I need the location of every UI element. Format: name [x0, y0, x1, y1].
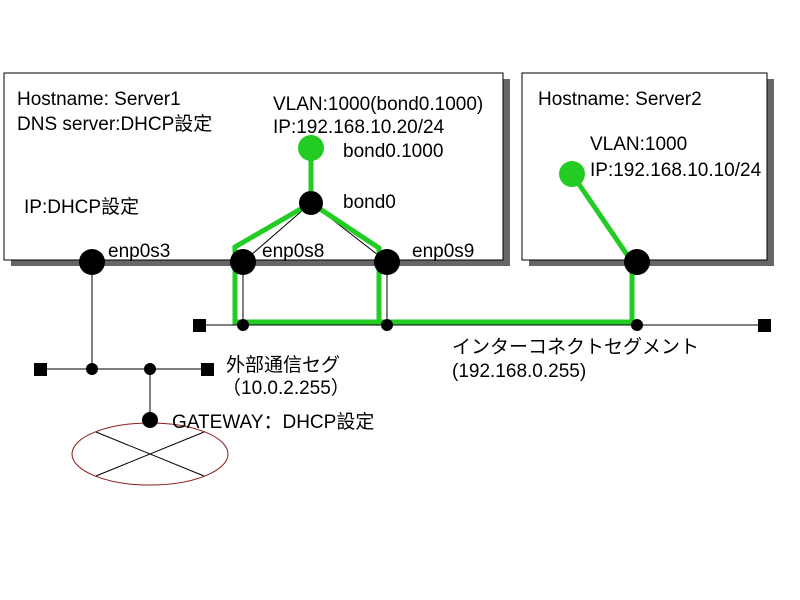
external-segment-address: （10.0.2.255）	[222, 377, 350, 399]
enp0s3-port	[79, 249, 105, 275]
server1-ip: IP:DHCP設定	[24, 196, 139, 218]
server2-hostname: Hostname: Server2	[538, 89, 702, 110]
server2-vlan: VLAN:1000	[590, 134, 687, 155]
enp0s8-junction	[237, 319, 249, 331]
server1-box	[3, 72, 510, 266]
bond-vlan-label: bond0.1000	[343, 141, 443, 162]
gateway-node	[142, 412, 158, 428]
gateway-label: GATEWAY：DHCP設定	[172, 411, 374, 433]
enp0s9-label: enp0s9	[412, 241, 474, 262]
interconnect-left-terminator	[193, 319, 206, 332]
enp0s9-port	[374, 249, 400, 275]
server1-vlan: VLAN:1000(bond0.1000)	[273, 94, 483, 115]
enp0s8-port	[230, 249, 256, 275]
nodes	[34, 135, 771, 428]
server2-vlan-node	[559, 161, 585, 187]
labels: Hostname: Server1 DNS server:DHCP設定 IP:D…	[17, 89, 762, 433]
bond-label: bond0	[343, 192, 396, 213]
interconnect-segment-address: (192.168.0.255)	[452, 361, 586, 382]
gateway-junction	[144, 363, 156, 375]
enp0s8-label: enp0s8	[262, 241, 324, 262]
server2-vlan-ip: IP:192.168.10.10/24	[590, 160, 762, 181]
server2-port	[624, 249, 650, 275]
bond0-1000-node	[298, 135, 324, 161]
bond0-node	[299, 191, 323, 215]
external-right-terminator	[201, 363, 214, 376]
server1-frame	[3, 72, 504, 261]
gateway-cross-line-b	[95, 431, 205, 477]
interconnect-segment-name: インターコネクトセグメント	[452, 336, 699, 358]
enp0s3-junction	[86, 363, 98, 375]
enp0s9-junction	[381, 319, 393, 331]
external-left-terminator	[34, 363, 47, 376]
bond-left-route	[232, 172, 635, 325]
server1-vlan-ip: IP:192.168.10.20/24	[273, 117, 445, 138]
bond-right-route	[309, 200, 382, 322]
external-segment-name: 外部通信セグ	[226, 354, 340, 376]
interconnect-right-terminator	[758, 319, 771, 332]
server2-junction	[631, 319, 643, 331]
enp0s8-bond-link	[242, 202, 312, 263]
server2-box	[521, 72, 774, 266]
server1-hostname: Hostname: Server1	[17, 89, 181, 110]
server1-dns: DNS server:DHCP設定	[17, 113, 212, 135]
enp0s3-label: enp0s3	[108, 241, 170, 262]
